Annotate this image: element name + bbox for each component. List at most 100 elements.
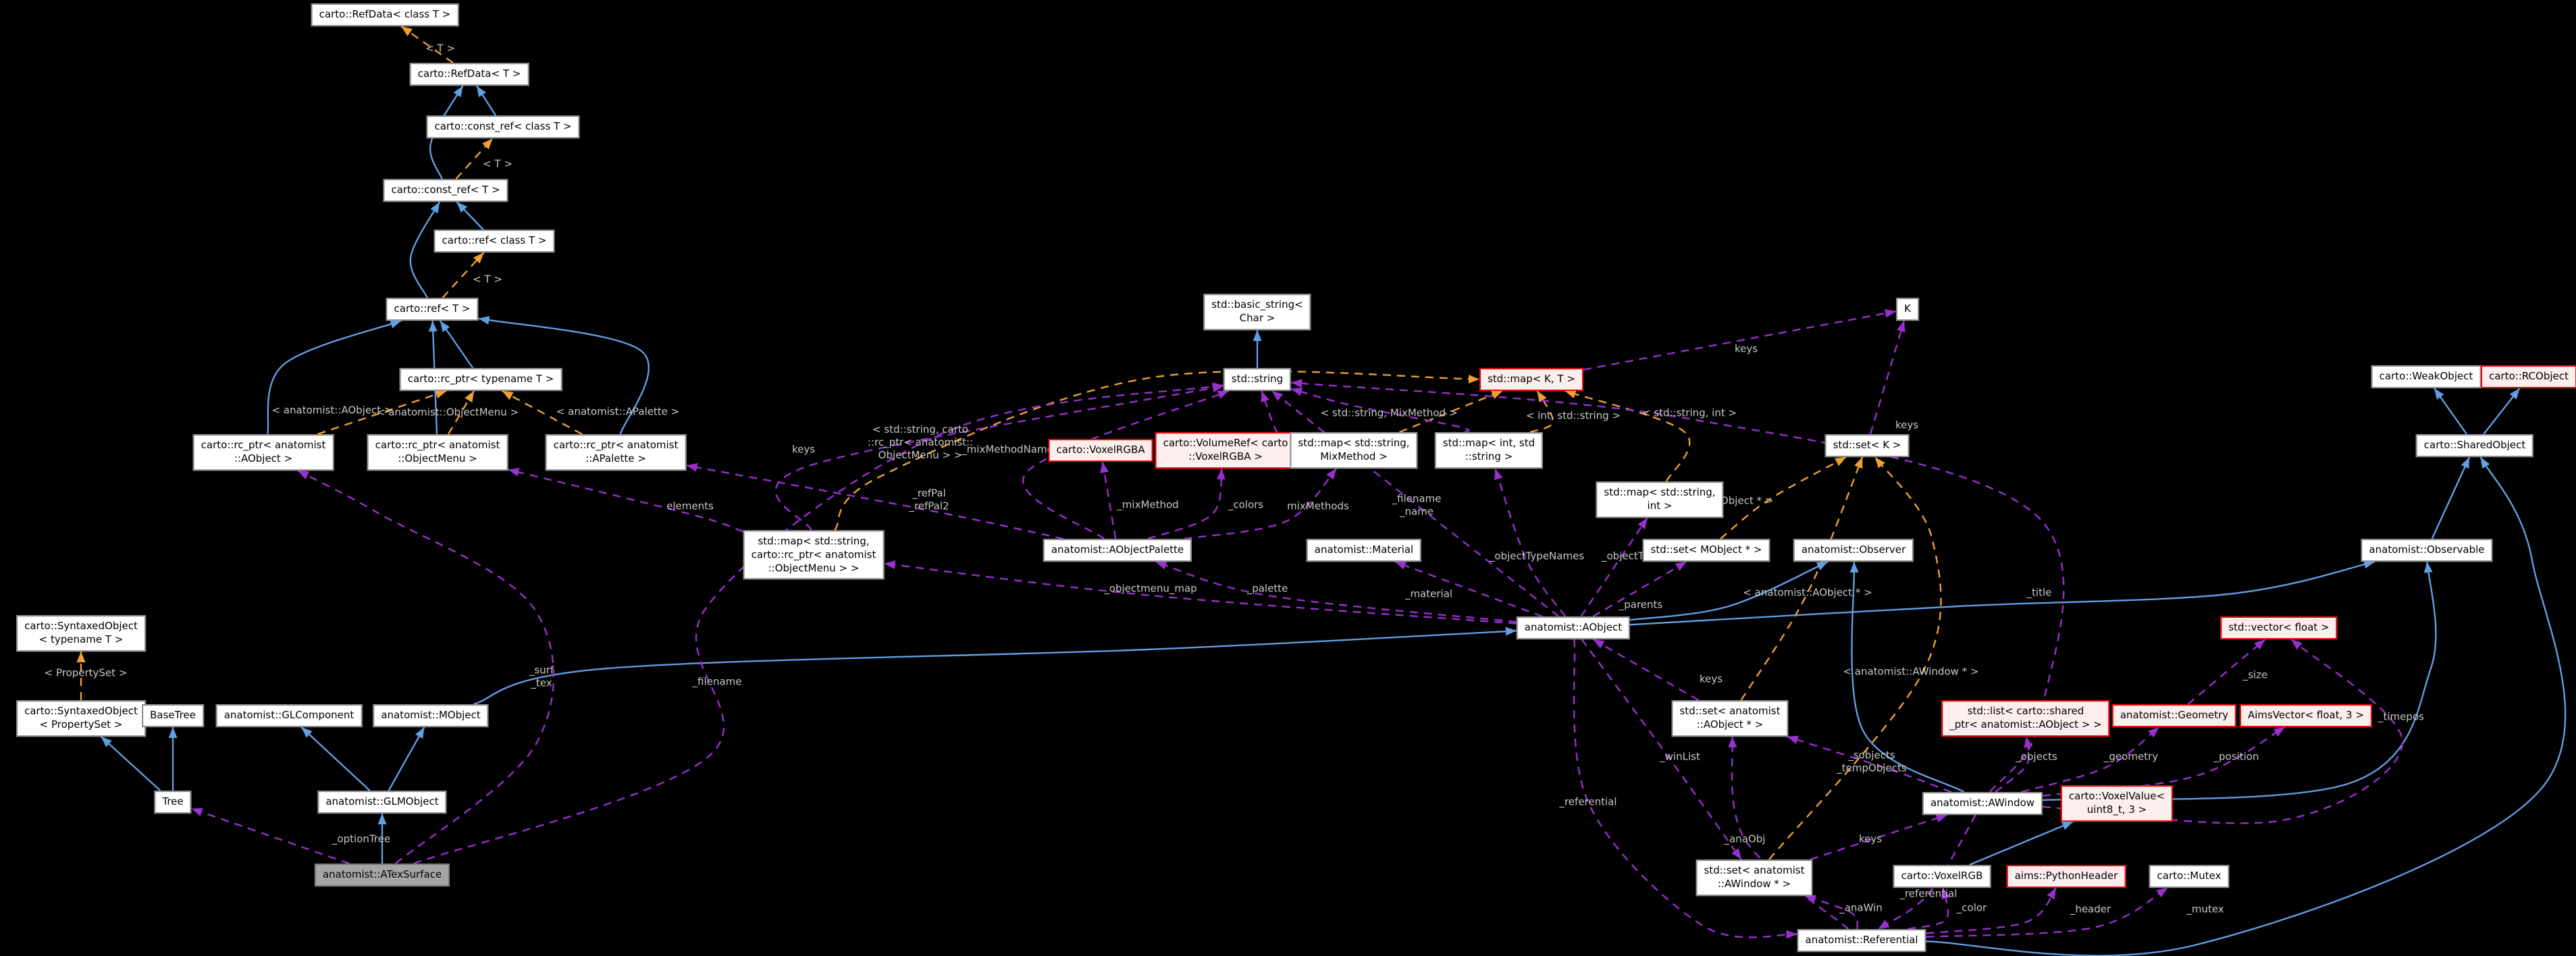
node-map_str_int[interactable]: std::map< std::string, int > [1596, 481, 1724, 518]
edge-map_str_mix-map_k_t [1399, 390, 1503, 433]
edge-set_aobject-aobject [1592, 638, 1699, 701]
arrowhead [301, 727, 313, 738]
edge-aobject-std_string [1271, 390, 1560, 617]
node-referential[interactable]: anatomist::Referential [1797, 929, 1926, 952]
edge-aobject-map_str_int [1580, 517, 1648, 617]
node-rc_ptr_typename[interactable]: carto::rc_ptr< typename T > [399, 368, 562, 391]
edge-map_int_str-std_string [1290, 388, 1470, 433]
arrowhead [456, 202, 468, 213]
node-awindow[interactable]: anatomist::AWindow [1922, 792, 2043, 815]
node-rcobject[interactable]: carto::RCObject [2481, 365, 2576, 388]
node-voxelvalue[interactable]: carto::VoxelValue< uint8_t, 3 > [2060, 785, 2174, 822]
arrowhead [1874, 457, 1885, 469]
node-atexsurface[interactable]: anatomist::ATexSurface [314, 864, 450, 886]
node-refdata_class[interactable]: carto::RefData< class T > [311, 3, 459, 26]
arrowhead [1835, 457, 1847, 467]
arrowhead [1212, 382, 1224, 392]
arrowhead [428, 321, 438, 332]
node-ref_t[interactable]: carto::ref< T > [386, 298, 479, 321]
node-voxelrgba[interactable]: carto::VoxelRGBA [1048, 439, 1153, 462]
node-material[interactable]: anatomist::Material [1306, 539, 1422, 562]
node-observer[interactable]: anatomist::Observer [1793, 539, 1914, 562]
edge-map_int_str-map_k_t [1529, 390, 1554, 433]
edge-aobject-set_awindow [1581, 639, 1742, 860]
arrowhead [1804, 895, 1816, 904]
node-mobject[interactable]: anatomist::MObject [373, 704, 489, 727]
arrowhead [401, 26, 413, 36]
node-weakobject[interactable]: carto::WeakObject [2371, 365, 2481, 388]
node-syntaxed_ps[interactable]: carto::SyntaxedObject < PropertySet > [16, 700, 146, 737]
node-glcomponent[interactable]: anatomist::GLComponent [215, 704, 363, 727]
arrowhead [1155, 561, 1167, 570]
node-const_ref_class[interactable]: carto::const_ref< class T > [426, 115, 580, 138]
node-set_awindow[interactable]: std::set< anatomist ::AWindow * > [1696, 859, 1813, 896]
node-std_string[interactable]: std::string [1223, 368, 1292, 391]
node-voxelrgb[interactable]: carto::VoxelRGB [1893, 865, 1991, 888]
edge-atexsurface-std_string [413, 384, 1224, 865]
arrowhead [1326, 469, 1337, 480]
edge-map_rcptr-rc_ptr_objectmenu [508, 469, 743, 533]
edge-aobject-material [1394, 560, 1543, 618]
arrowhead [478, 315, 490, 325]
node-sharedobject[interactable]: carto::SharedObject [2415, 434, 2534, 457]
node-vector_float[interactable]: std::vector< float > [2220, 616, 2338, 639]
node-ref_class[interactable]: carto::ref< class T > [433, 230, 555, 253]
arrowhead [1935, 814, 1947, 823]
arrowhead [430, 202, 440, 214]
edge-map_rcptr-std_string [774, 385, 1224, 531]
node-observable[interactable]: anatomist::Observable [2361, 539, 2493, 562]
node-const_ref_t[interactable]: carto::const_ref< T > [383, 179, 508, 202]
edge-aobject-map_int_str [1494, 468, 1567, 617]
edge-voxelrgb-voxelvalue [1969, 820, 2074, 866]
arrowhead [2254, 639, 2265, 650]
node-palette[interactable]: anatomist::AObjectPalette [1043, 539, 1192, 562]
node-rc_ptr_aobject[interactable]: carto::rc_ptr< anatomist ::AObject > [192, 434, 334, 471]
edge-map_k_t-K [1583, 310, 1897, 371]
node-set_aobject[interactable]: std::set< anatomist ::AObject * > [1671, 700, 1789, 737]
edge-awindow-observable [2042, 561, 2437, 801]
arrowhead [1394, 561, 1407, 570]
edge-aobject-set_mobject [1592, 560, 1687, 618]
node-geometry[interactable]: anatomist::Geometry [2111, 704, 2237, 727]
node-set_mobject[interactable]: std::set< MObject * > [1642, 539, 1770, 562]
node-map_rcptr[interactable]: std::map< std::string, carto::rc_ptr< an… [743, 530, 885, 580]
arrowhead [1731, 848, 1741, 859]
arrowhead [2423, 562, 2433, 573]
edge-rc_ptr_aobject-ref_t [267, 319, 402, 435]
node-mutex[interactable]: carto::Mutex [2149, 865, 2230, 888]
edge-referential-sharedobject [1926, 456, 2567, 956]
node-K[interactable]: K [1896, 298, 1919, 321]
arrowhead [473, 253, 484, 264]
arrowhead [1593, 639, 1605, 649]
node-rc_ptr_objectmenu[interactable]: carto::rc_ptr< anatomist ::ObjectMenu > [367, 434, 508, 471]
node-list_shared[interactable]: std::list< carto::shared _ptr< anatomist… [1941, 700, 2110, 737]
node-map_k_t[interactable]: std::map< K, T > [1479, 368, 1583, 391]
arrowhead [482, 138, 493, 150]
edge-set_aobject-set_k [1740, 456, 1864, 701]
edge-awindow-geometry [2021, 726, 2160, 793]
node-aobject[interactable]: anatomist::AObject [1516, 616, 1631, 639]
edge-palette-std_string [1022, 390, 1230, 539]
arrowhead [101, 737, 112, 747]
node-volumeref[interactable]: carto::VolumeRef< carto ::VoxelRGBA > [1155, 432, 1296, 469]
node-refdata_t[interactable]: carto::RefData< T > [409, 63, 529, 86]
node-basic_string[interactable]: std::basic_string< Char > [1203, 294, 1311, 330]
arrowhead [508, 468, 520, 477]
edge-const_ref_t-refdata_t [429, 85, 464, 180]
node-aimsvector[interactable]: AimsVector< float, 3 > [2239, 704, 2373, 727]
node-set_k[interactable]: std::set< K > [1824, 434, 1910, 457]
edge-awindow-vector_float [2042, 639, 2404, 824]
node-map_str_mix[interactable]: std::map< std::string, MixMethod > [1290, 432, 1418, 469]
node-glmobject[interactable]: anatomist::GLMObject [317, 791, 447, 814]
node-rc_ptr_apalette[interactable]: carto::rc_ptr< anatomist ::APalette > [545, 434, 687, 471]
node-basetree[interactable]: BaseTree [142, 704, 204, 727]
node-map_int_str[interactable]: std::map< int, std ::string > [1434, 432, 1544, 469]
arrowhead [1291, 379, 1303, 388]
arrowhead [1941, 888, 1950, 900]
node-tree[interactable]: Tree [154, 791, 192, 814]
node-syntaxed_t[interactable]: carto::SyntaxedObject < typename T > [16, 615, 146, 652]
edge-rc_ptr_aobject-rc_ptr_typename [317, 390, 447, 435]
edge-atexsurface-tree [191, 807, 350, 865]
edge-aobject-observable [1629, 560, 2375, 626]
node-pythonheader[interactable]: aims::PythonHeader [2006, 865, 2126, 888]
